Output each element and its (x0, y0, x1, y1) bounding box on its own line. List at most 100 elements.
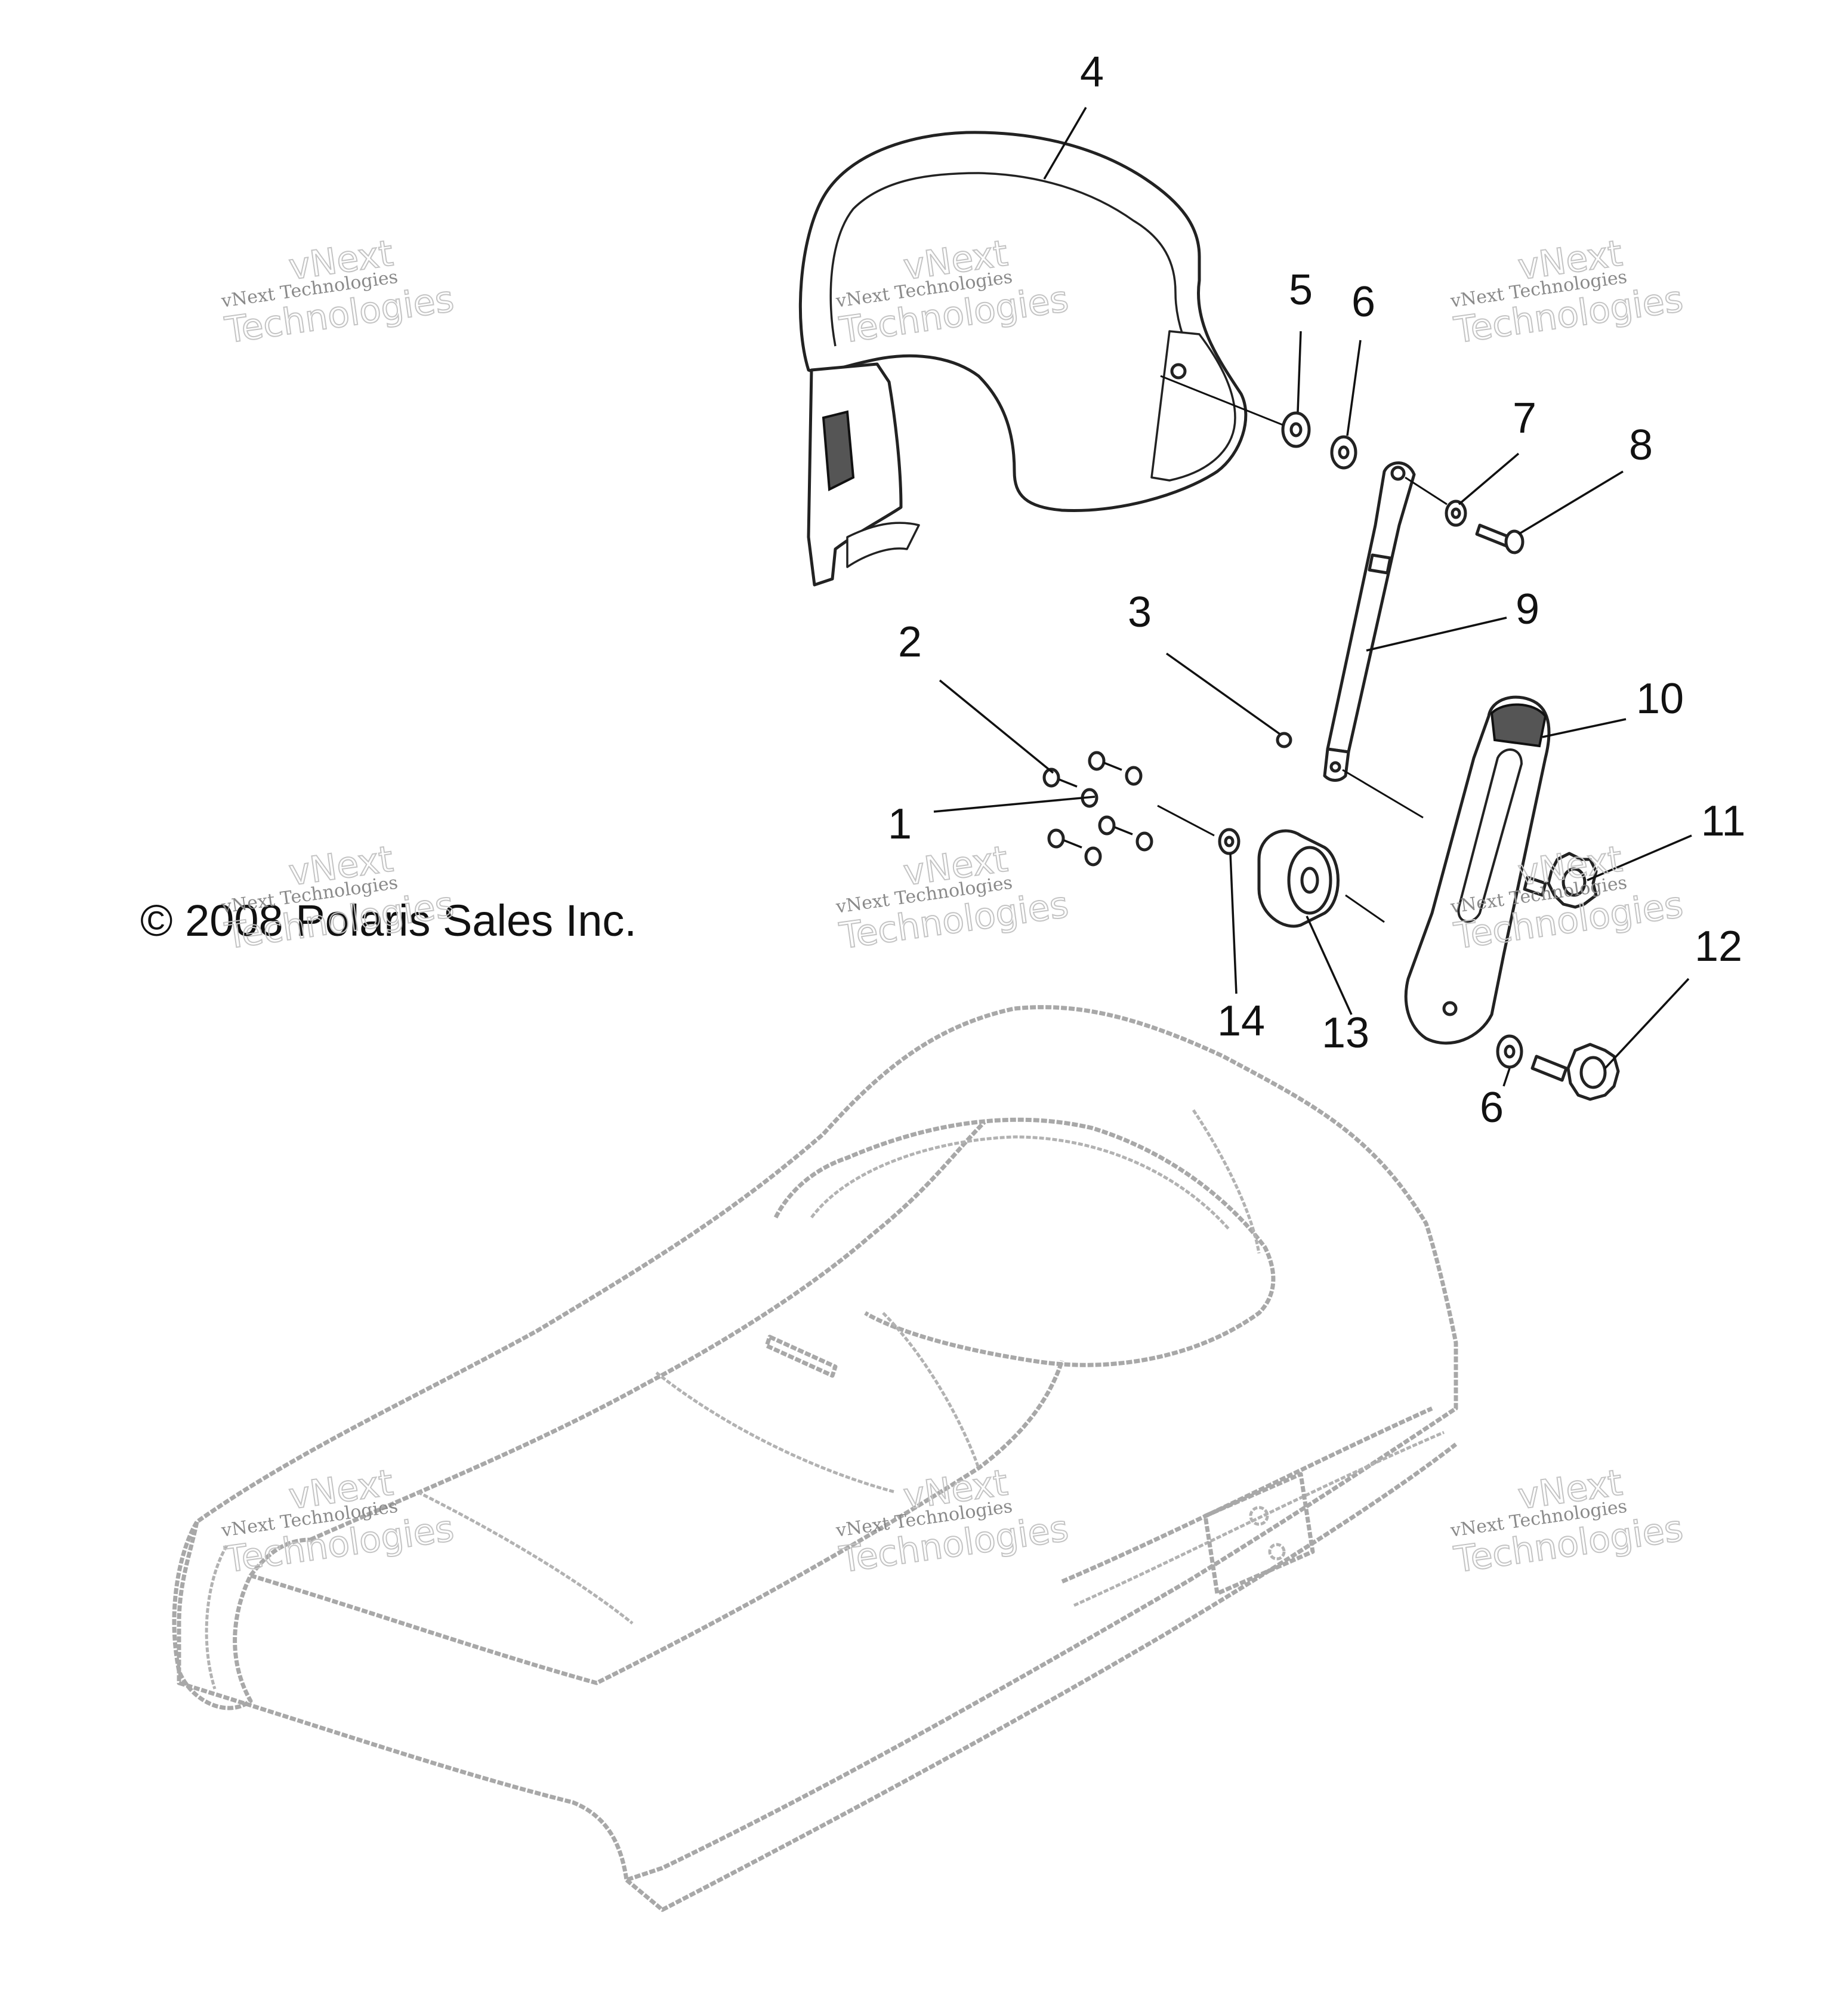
seat-top-panel-lower (249, 1360, 1064, 1685)
screw-2d (1047, 828, 1065, 849)
arm-10-end-cap (1490, 703, 1547, 748)
strut-9-body (1326, 461, 1416, 754)
seat-rear-bracket (1203, 1472, 1315, 1596)
screw-2d-shank (1063, 839, 1082, 849)
axis-strut-arm (1342, 769, 1424, 819)
backrest-pad (798, 131, 1248, 587)
knob-11-shank (1523, 876, 1547, 897)
seat-seam-2 (416, 1490, 634, 1624)
washer-6-lower (1496, 1034, 1523, 1069)
screw-2b (1088, 751, 1106, 771)
leader-3 (1165, 652, 1281, 735)
callout-14: 14 (1217, 997, 1265, 1045)
seat-seam-4 (1192, 1109, 1261, 1254)
screw-2c-shank (1114, 826, 1133, 836)
watermarks: Technologies vNext vNext Technologies Te… (220, 232, 1686, 1582)
leader-5 (1297, 331, 1302, 412)
callout-4: 4 (1080, 48, 1104, 96)
backrest-bracket-flange (846, 522, 920, 568)
washer-6-upper-hole (1338, 445, 1350, 460)
knob-12-shank (1530, 1055, 1568, 1082)
screw-2a-shank (1059, 778, 1078, 788)
leader-12 (1604, 978, 1690, 1069)
callout-6-upper: 6 (1351, 278, 1375, 326)
backrest-mount-hole (1170, 363, 1187, 380)
leader-14 (1229, 853, 1238, 994)
arm-10-slot (1457, 748, 1523, 923)
screw-2b-shank (1103, 762, 1122, 771)
seat-seam-1 (655, 1371, 896, 1494)
watermark-5: Technologies vNext vNext Technologies (834, 838, 1072, 958)
callout-labels: 4 5 6 7 8 3 9 2 10 1 11 12 14 13 6 (888, 48, 1745, 1132)
axis-strut-bolt (1405, 476, 1448, 505)
seat-drawing (172, 1005, 1458, 1912)
axis-spacer-arm (1345, 894, 1385, 923)
washer-7 (1445, 500, 1467, 527)
washer-1a (1125, 766, 1143, 786)
washer-1d (1084, 846, 1102, 867)
spacer-13 (1257, 829, 1340, 928)
washer-5-hole (1289, 422, 1303, 437)
leader-8 (1518, 470, 1624, 535)
seat-bottom-skirt (625, 1442, 1458, 1912)
bolt-8-head (1504, 529, 1525, 554)
callout-8: 8 (1629, 421, 1653, 469)
knob-11-center (1562, 867, 1587, 897)
callout-2: 2 (898, 618, 922, 666)
washer-6-lower-hole (1504, 1044, 1516, 1059)
screws-2-cluster (1042, 751, 1133, 849)
callout-11: 11 (1701, 797, 1746, 845)
seat-strap-slot (764, 1334, 838, 1378)
leader-2 (939, 679, 1054, 774)
leader-lines (933, 107, 1692, 1087)
leader-13 (1306, 915, 1353, 1015)
callout-7: 7 (1513, 394, 1536, 442)
callout-13: 13 (1322, 1009, 1369, 1057)
seat-top-panel (309, 1120, 986, 1542)
callout-10: 10 (1636, 675, 1684, 723)
washer-5 (1281, 411, 1311, 448)
strut-9 (1323, 461, 1416, 782)
arm-10-pivot-hole (1442, 1001, 1458, 1016)
watermark-3: Technologies vNext vNext Technologies (1449, 232, 1686, 353)
washer-1c (1135, 831, 1153, 852)
nut-14 (1218, 828, 1240, 855)
washers-1-cluster (1081, 766, 1153, 867)
leader-6b (1502, 1068, 1511, 1087)
seat-rear-skirt (1061, 1406, 1433, 1584)
seat-rear-skirt-inner (1073, 1431, 1445, 1607)
watermark-8: Technologies vNext vNext Technologies (834, 1462, 1072, 1582)
leader-11 (1587, 834, 1692, 881)
nut-3-body (1276, 732, 1292, 748)
arm-10 (1404, 695, 1551, 1045)
watermark-9: Technologies vNext vNext Technologies (1449, 1462, 1686, 1582)
screw-2a (1042, 767, 1060, 788)
nut-14-hole (1224, 836, 1235, 847)
seat-bracket-hole-1 (1249, 1506, 1269, 1526)
strut-9-top-eye (1390, 466, 1406, 481)
callout-1: 1 (888, 800, 912, 848)
strut-9-bottom-eye (1329, 761, 1341, 773)
seat-passenger-bump (773, 1117, 1276, 1367)
axis-screw-nut (1157, 804, 1215, 837)
axis-backrest-washer (1160, 375, 1283, 426)
nut-3 (1276, 732, 1292, 748)
leader-7 (1458, 452, 1520, 505)
copyright-notice: © 2008 Polaris Sales Inc. (140, 896, 637, 945)
washer-7-hole (1451, 507, 1461, 519)
seat-front-cap-inner (205, 1545, 229, 1690)
knob-12 (1530, 1043, 1620, 1101)
knob-11 (1523, 852, 1598, 909)
leader-1 (933, 796, 1096, 813)
callout-3: 3 (1128, 588, 1152, 636)
watermark-1: Technologies vNext vNext Technologies (220, 232, 457, 353)
seat-outline (177, 1005, 1458, 1882)
callout-9: 9 (1516, 585, 1539, 633)
seat-front-cap (172, 1521, 311, 1710)
leader-4 (1043, 107, 1087, 180)
callout-12: 12 (1695, 923, 1742, 970)
callout-5: 5 (1289, 266, 1313, 314)
strut-9-collar (1368, 553, 1392, 575)
